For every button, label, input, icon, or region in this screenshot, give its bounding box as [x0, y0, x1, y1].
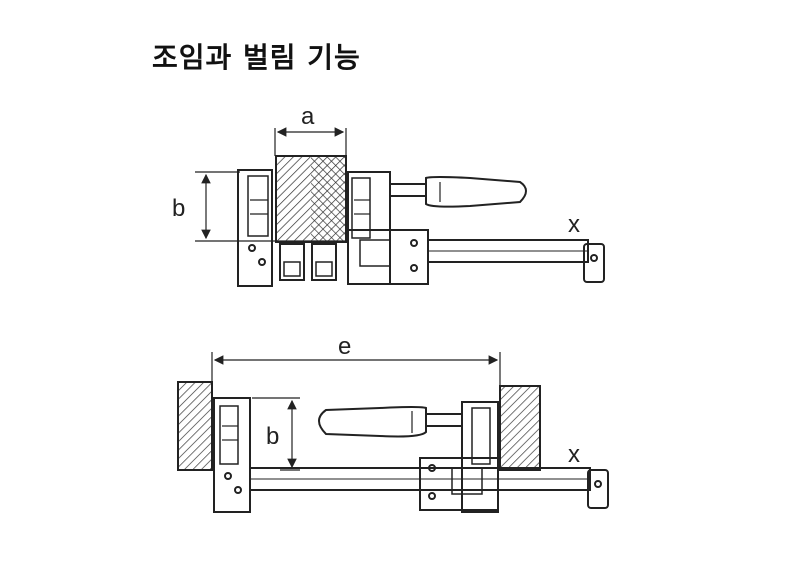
fixed-jaw-2: [213, 397, 251, 513]
workpiece-right: [499, 385, 541, 471]
page-title: 조임과 벌림 기능: [152, 41, 361, 74]
dim-a-label: a: [301, 103, 315, 130]
jaw-housing-2: [419, 457, 499, 511]
bar-x2-label: x: [568, 441, 580, 468]
clamp-screw-2: [425, 413, 463, 427]
fixed-jaw-screw: [248, 244, 256, 252]
fixed-jaw: [237, 169, 273, 287]
dim-e-label: e: [338, 333, 351, 360]
support-foot-right: [311, 243, 337, 281]
clamp-screw: [389, 183, 427, 197]
spreading-diagram: [177, 352, 609, 513]
clamp-handle-2: [318, 406, 427, 438]
dim-b2-label: b: [266, 423, 279, 450]
fixed-jaw-pad: [247, 175, 269, 237]
bar-end-stop: [583, 243, 605, 283]
bar-end-stop-2: [587, 469, 609, 509]
clamping-diagram: [195, 127, 605, 287]
support-foot-left: [279, 243, 305, 281]
bar-x-label: x: [568, 211, 580, 238]
dim-b-label: b: [172, 195, 185, 222]
workpiece-left: [177, 381, 213, 471]
moving-jaw: [347, 171, 391, 285]
clamp-handle: [425, 176, 527, 208]
